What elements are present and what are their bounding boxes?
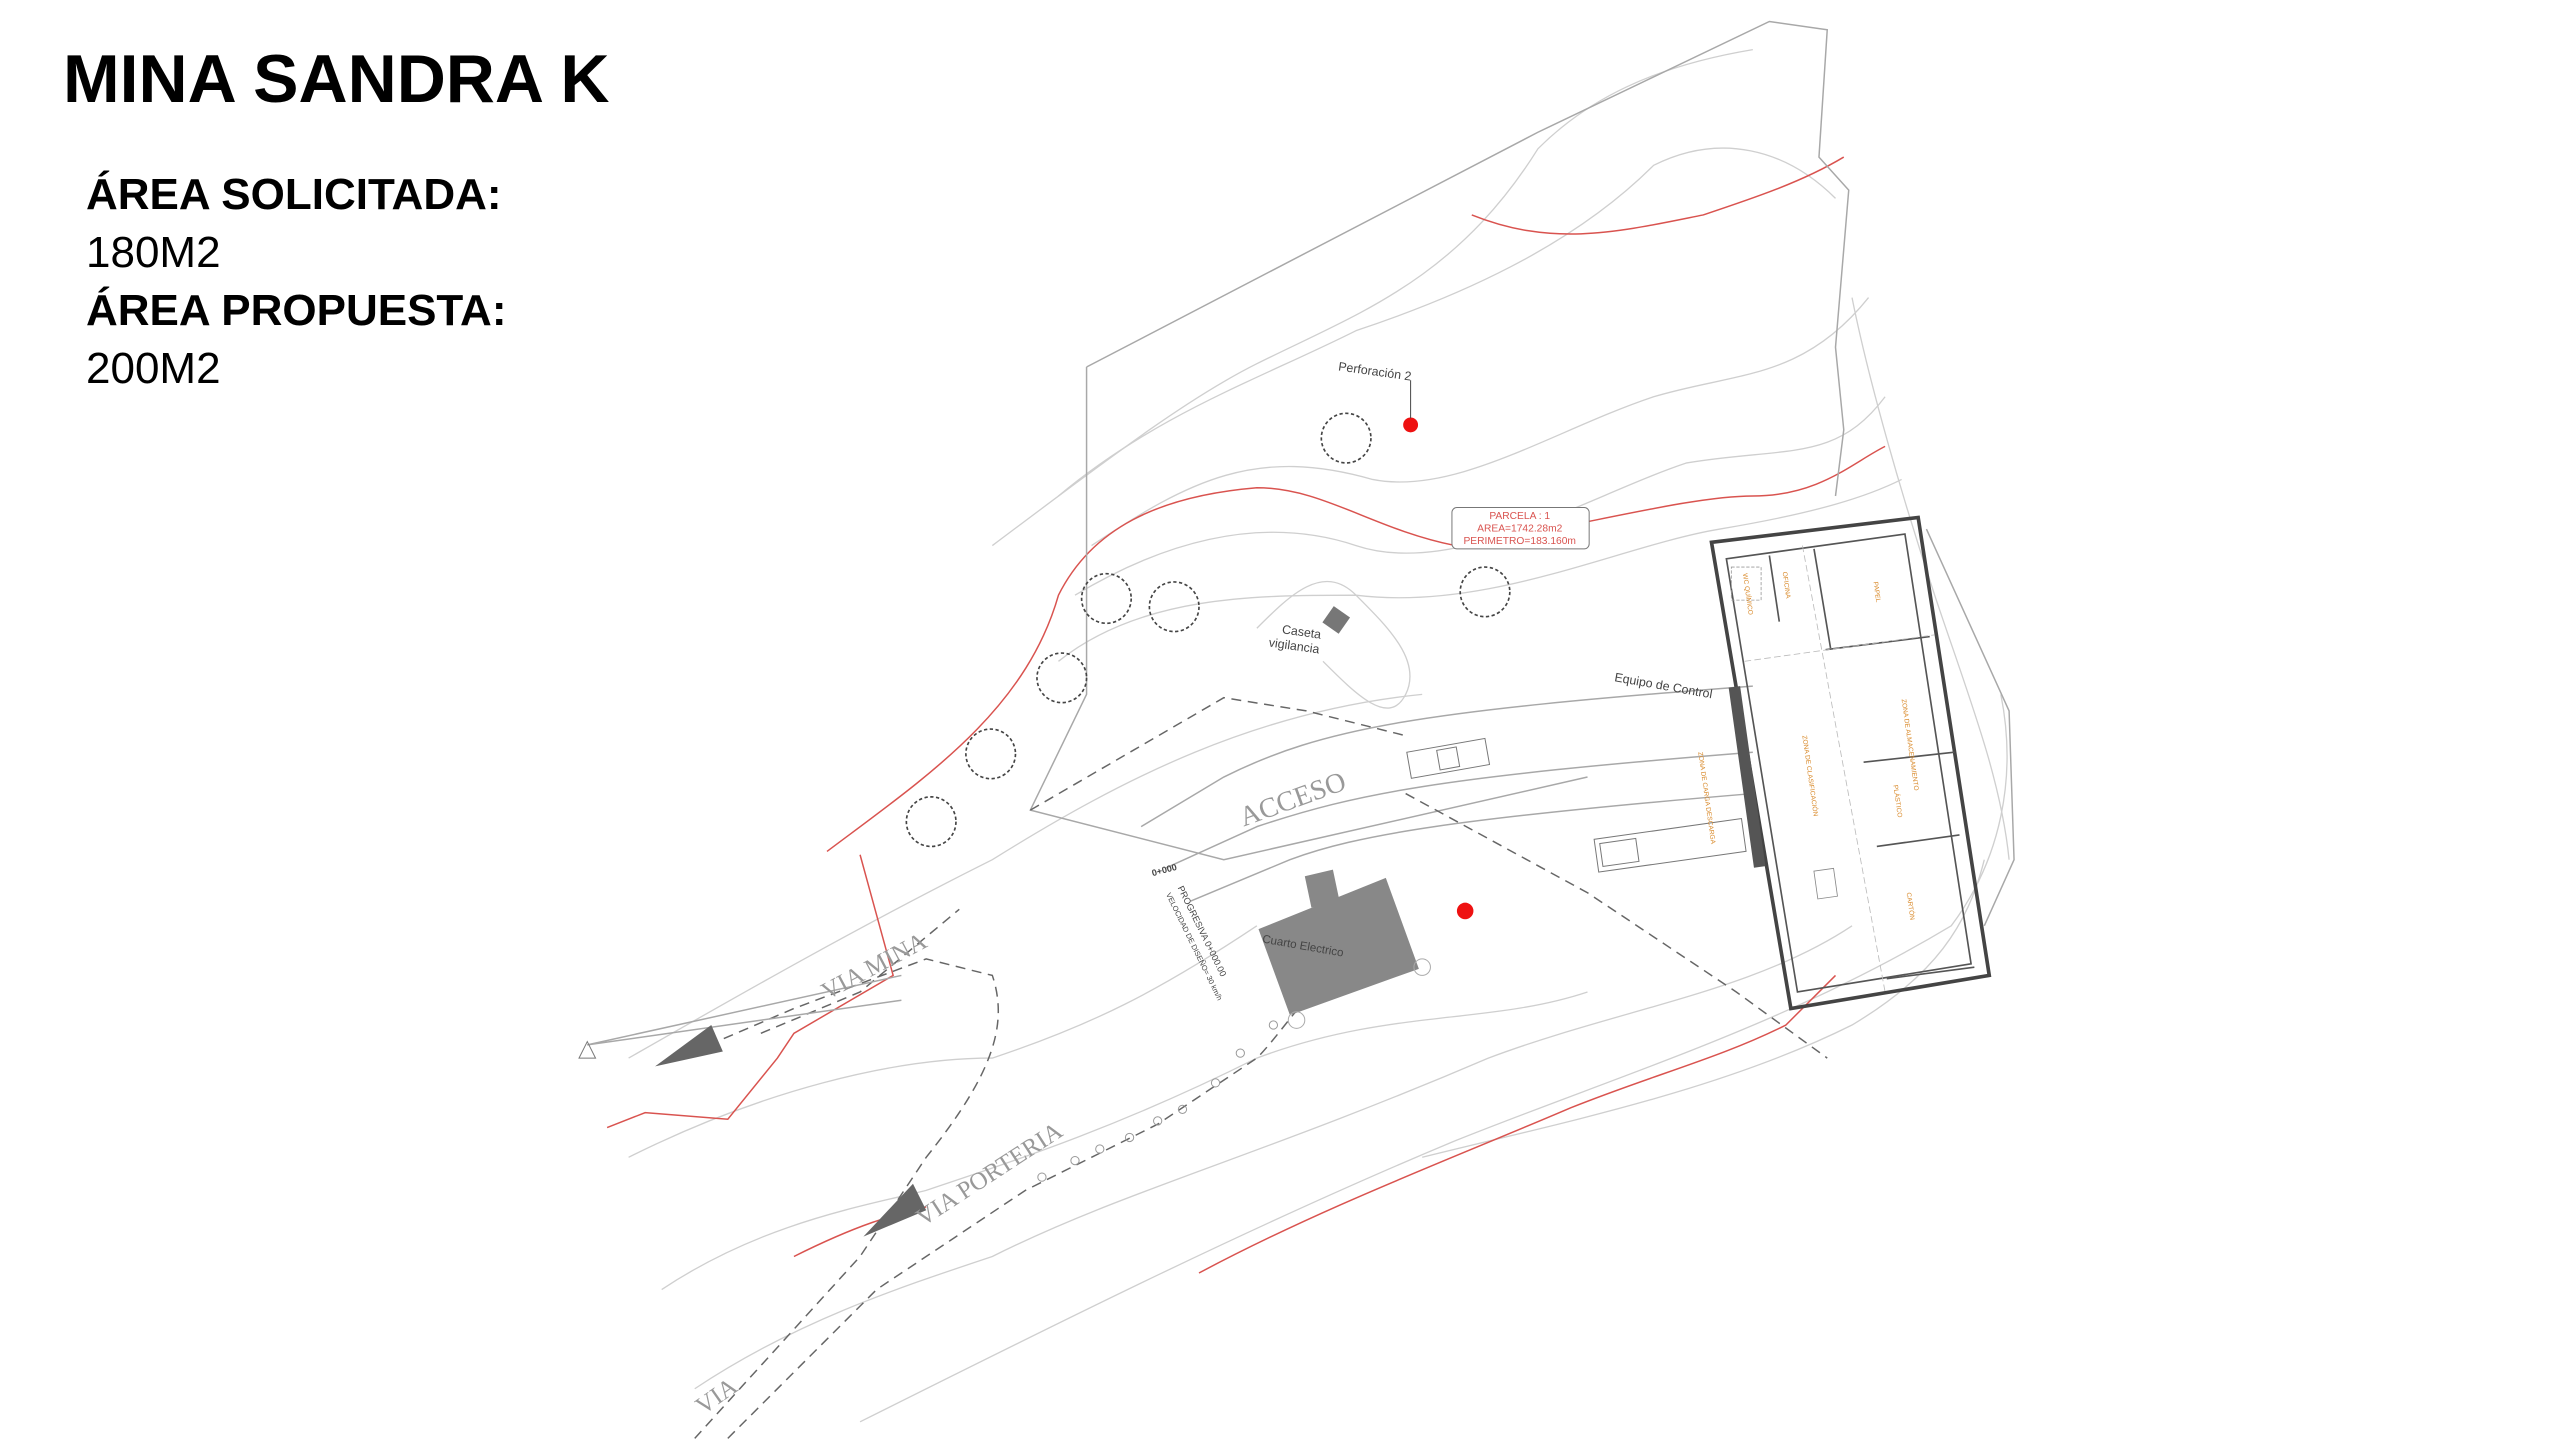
- guard-house-label-2: vigilancia: [1268, 636, 1320, 657]
- access-label: ACCESO: [1235, 766, 1350, 833]
- building-floor-plan: [1709, 515, 1992, 1011]
- page-title: MINA SANDRA K: [63, 41, 610, 117]
- parcel-name: PARCELA : 1: [1489, 511, 1550, 522]
- tree-icon: [1080, 572, 1133, 625]
- tree-icon: [1459, 566, 1511, 618]
- perforation-marker-icon: [1456, 902, 1474, 920]
- parcel-info-box: PARCELA : 1 AREA=1742.28m2 PERIMETRO=183…: [1451, 507, 1590, 550]
- parcel-area: AREA=1742.28m2: [1477, 524, 1562, 535]
- tree-icon: [1320, 412, 1372, 464]
- contour-lines: [628, 48, 2010, 1423]
- requested-area-label: ÁREA SOLICITADA:: [86, 170, 502, 219]
- road-arrow-icon: [655, 1025, 723, 1067]
- parcel-perimeter: PERIMETRO=183.160m: [1463, 536, 1576, 547]
- zone-cardboard: CARTÓN: [1905, 892, 1918, 921]
- zone-paper: PAPEL: [1872, 581, 1882, 603]
- fence-posts: [1037, 1020, 1279, 1182]
- property-boundary: [1029, 20, 2015, 927]
- parcel-boundary-lines: [606, 156, 1886, 1274]
- tree-icon: [905, 796, 957, 848]
- chainage-label: 0+000: [1151, 862, 1178, 878]
- electrical-room: [1258, 869, 1431, 1029]
- truck-icon: [1593, 818, 1747, 873]
- zone-office: OFICINA: [1781, 571, 1792, 599]
- survey-point-icon: [578, 1040, 597, 1059]
- perforation-marker-icon: [1403, 417, 1419, 433]
- truck-icon: [1406, 737, 1491, 779]
- perforation-label: Perforación 2: [1337, 359, 1412, 383]
- proposed-area-label: ÁREA PROPUESTA:: [86, 286, 507, 335]
- tree-icon: [1036, 652, 1088, 704]
- zone-labels: WC QUÍMICO OFICINA PAPEL ZONA DE CARGA D…: [1696, 571, 1919, 920]
- zone-sorting: ZONA DE CLASIFICACIÓN: [1800, 735, 1820, 817]
- via-mina-label: VIA MINA: [817, 928, 931, 1006]
- tree-icon: [965, 728, 1017, 780]
- proposed-area-value: 200M2: [86, 344, 221, 393]
- road-arrow-icon: [863, 1183, 927, 1237]
- zone-storage: ZONA DE ALMACENAMIENTO: [1900, 699, 1920, 792]
- guard-house-icon: [1322, 606, 1351, 634]
- tree-icons: [905, 412, 1511, 848]
- zone-plastic: PLÁSTICO: [1891, 784, 1904, 818]
- guard-house-label-1: Caseta: [1281, 622, 1322, 641]
- zone-wc: WC QUÍMICO: [1741, 573, 1756, 616]
- requested-area-value: 180M2: [86, 228, 221, 277]
- tree-icon: [1148, 581, 1200, 633]
- via-porteria-label: VIA PORTERIA: [911, 1117, 1067, 1231]
